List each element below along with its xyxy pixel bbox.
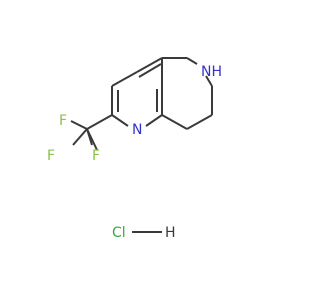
bond-c-c [161, 114, 188, 130]
bond-c-c [186, 114, 213, 130]
bond-n-c [145, 114, 163, 127]
nh-amine-label: NH [201, 64, 222, 80]
bond-c-c [111, 71, 138, 87]
structure-canvas: NH N F F F Cl H [47, 57, 222, 241]
fluorine-label-left: F [59, 113, 67, 129]
bond-c-n [111, 114, 129, 127]
bond-c-c-double [138, 63, 162, 78]
bond-c-f [72, 128, 88, 146]
bond-c-cf3 [86, 114, 113, 130]
molecule-drawing: NH N F F F Cl H [47, 57, 222, 241]
bond-c-c [136, 57, 163, 73]
pyridine-nitrogen-label: N [132, 122, 142, 138]
fluorine-label-bottom-left: F [47, 148, 55, 164]
fluorine-label-bottom-right: F [92, 148, 100, 164]
bond-n-c [205, 75, 213, 87]
chlorine-label: Cl [112, 225, 126, 241]
bond-c-n [186, 57, 198, 65]
bond-c-f [70, 120, 88, 130]
hydrogen-label: H [165, 225, 176, 241]
bond-c-f [86, 128, 98, 151]
